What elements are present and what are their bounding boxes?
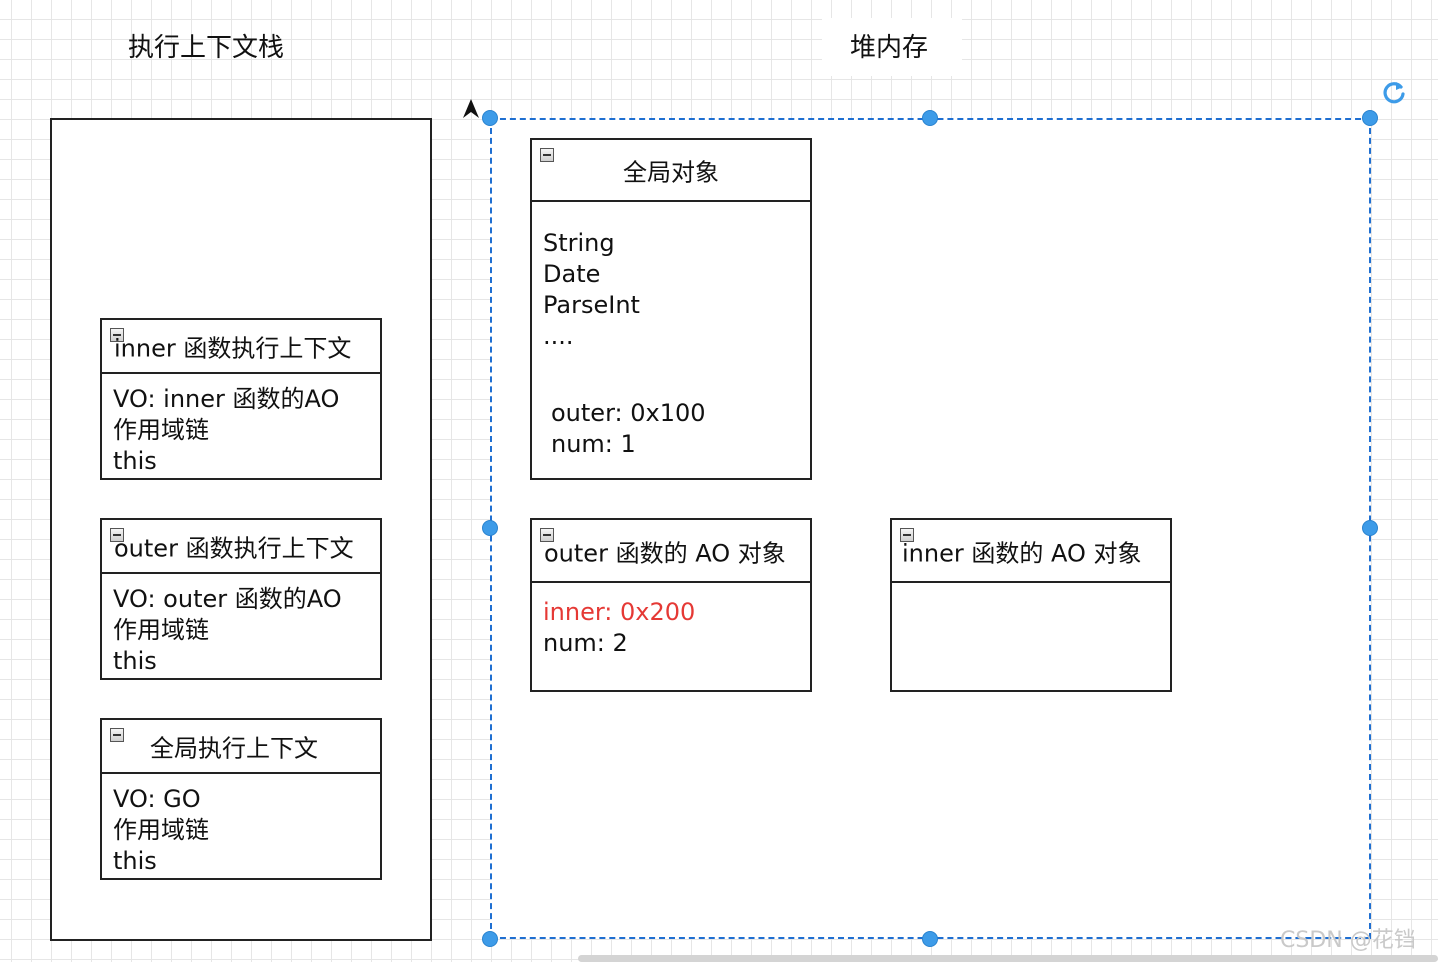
heap-title: 堆内存 [850, 33, 929, 63]
builtin-date: Date [543, 260, 601, 288]
global-object-builtins: String Date ParseInt .... [532, 202, 810, 352]
global-this-line: this [113, 847, 157, 875]
resize-handle-right[interactable] [1362, 520, 1378, 536]
stack-title: 执行上下文栈 [128, 33, 285, 63]
inner-scope-chain-line: 作用域链 [113, 416, 209, 444]
inner-execution-context-body: VO: inner 函数的AO 作用域链 this [102, 374, 380, 477]
resize-handle-bottom[interactable] [922, 931, 938, 947]
global-execution-context-header: 全局执行上下文 [102, 720, 380, 774]
inner-this-line: this [113, 447, 157, 475]
outer-execution-context-body: VO: outer 函数的AO 作用域链 this [102, 574, 380, 677]
collapse-icon[interactable] [540, 528, 554, 542]
outer-execution-context-card[interactable]: outer 函数执行上下文 VO: outer 函数的AO 作用域链 this [100, 518, 382, 680]
inner-vo-line: VO: inner 函数的AO [113, 385, 340, 413]
resize-handle-left[interactable] [482, 520, 498, 536]
collapse-icon[interactable] [540, 148, 554, 162]
collapse-icon[interactable] [110, 328, 124, 342]
inner-execution-context-header: inner 函数执行上下文 [102, 320, 380, 374]
builtin-ellipsis: .... [543, 322, 574, 350]
heap-title-background [822, 18, 962, 76]
global-vo-line: VO: GO [113, 785, 201, 813]
inner-ao-title: inner 函数的 AO 对象 [902, 539, 1142, 567]
builtin-string: String [543, 229, 615, 257]
outer-execution-context-header: outer 函数执行上下文 [102, 520, 380, 574]
builtin-parseint: ParseInt [543, 291, 640, 319]
inner-execution-context-card[interactable]: inner 函数执行上下文 VO: inner 函数的AO 作用域链 this [100, 318, 382, 480]
inner-ao-header: inner 函数的 AO 对象 [892, 520, 1170, 583]
arrow-cursor-icon [463, 99, 479, 118]
outer-vo-line: VO: outer 函数的AO [113, 585, 342, 613]
collapse-icon[interactable] [110, 528, 124, 542]
inner-execution-context-title: inner 函数执行上下文 [114, 334, 352, 363]
outer-scope-chain-line: 作用域链 [113, 616, 209, 644]
global-object-props: outer: 0x100 num: 1 [551, 398, 706, 460]
global-object-card[interactable]: 全局对象 String Date ParseInt .... outer: 0x… [530, 138, 812, 480]
global-scope-chain-line: 作用域链 [113, 816, 209, 844]
inner-ao-card[interactable]: inner 函数的 AO 对象 [890, 518, 1172, 692]
prop-num: num: 1 [551, 430, 636, 458]
outer-execution-context-title: outer 函数执行上下文 [114, 534, 354, 563]
outer-this-line: this [113, 647, 157, 675]
outer-ao-header: outer 函数的 AO 对象 [532, 520, 810, 583]
horizontal-scrollbar[interactable] [578, 955, 1438, 962]
global-object-header: 全局对象 [532, 140, 810, 202]
rotate-icon[interactable] [1380, 78, 1408, 106]
outer-ao-title: outer 函数的 AO 对象 [544, 539, 786, 567]
outer-ao-card[interactable]: outer 函数的 AO 对象 inner: 0x200 num: 2 [530, 518, 812, 692]
collapse-icon[interactable] [900, 528, 914, 542]
watermark: CSDN @花铛 [1280, 928, 1416, 953]
resize-handle-top[interactable] [922, 110, 938, 126]
global-execution-context-body: VO: GO 作用域链 this [102, 774, 380, 877]
resize-handle-top-left[interactable] [482, 110, 498, 126]
global-object-title: 全局对象 [623, 158, 719, 187]
resize-handle-bottom-left[interactable] [482, 931, 498, 947]
global-execution-context-card[interactable]: 全局执行上下文 VO: GO 作用域链 this [100, 718, 382, 880]
collapse-icon[interactable] [110, 728, 124, 742]
outer-ao-body: inner: 0x200 num: 2 [532, 583, 810, 659]
outer-ao-inner-pointer: inner: 0x200 [543, 598, 696, 626]
global-execution-context-title: 全局执行上下文 [150, 734, 318, 763]
outer-ao-num: num: 2 [543, 629, 628, 657]
resize-handle-top-right[interactable] [1362, 110, 1378, 126]
prop-outer: outer: 0x100 [551, 399, 706, 427]
